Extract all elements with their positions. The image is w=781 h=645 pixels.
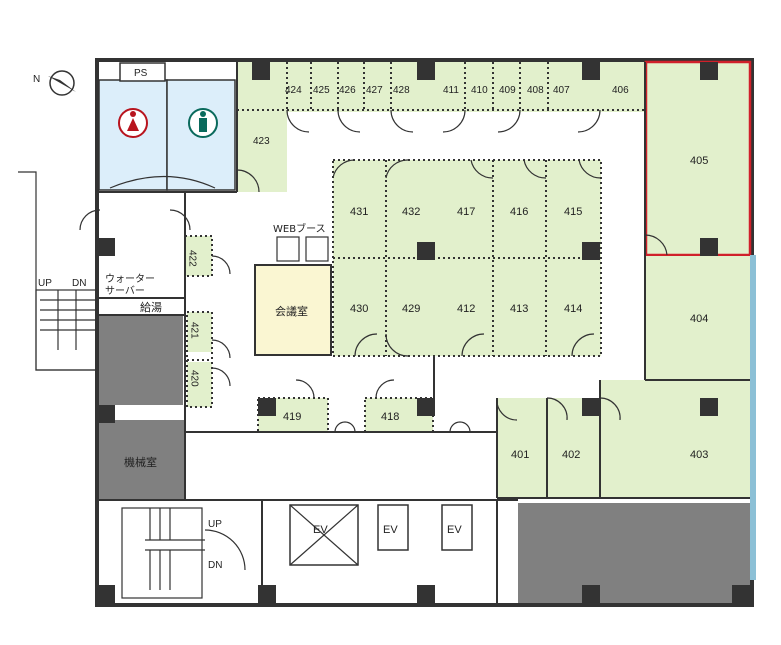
label-416: 416 xyxy=(510,206,528,218)
label-423: 423 xyxy=(253,136,270,147)
room-420[interactable] xyxy=(187,362,212,407)
label-408: 408 xyxy=(527,85,544,96)
stair-south: UP DN xyxy=(121,507,222,599)
room-421[interactable] xyxy=(187,312,212,352)
room-404[interactable] xyxy=(646,256,750,380)
kitchenette-label: 給湯 xyxy=(140,300,162,314)
label-418: 418 xyxy=(381,411,399,423)
ps-label: PS xyxy=(134,68,148,79)
stair-south-dn: DN xyxy=(208,560,222,571)
label-406: 406 xyxy=(612,85,629,96)
label-405: 405 xyxy=(690,155,708,167)
stair-west-dn: DN xyxy=(72,278,86,289)
male-toilet-icon xyxy=(188,108,218,138)
room-423[interactable] xyxy=(237,62,287,192)
elevator-1 xyxy=(289,504,359,566)
label-424: 424 xyxy=(285,85,302,96)
label-429: 429 xyxy=(402,303,420,315)
room-422[interactable] xyxy=(185,236,212,276)
web-booth-2[interactable] xyxy=(305,236,329,262)
stair-south-up: UP xyxy=(208,519,222,530)
label-417: 417 xyxy=(457,206,475,218)
label-427: 427 xyxy=(366,85,383,96)
meeting-room-label: 会議室 xyxy=(275,304,308,318)
room-strip-top xyxy=(237,62,645,112)
ev-label-1: EV xyxy=(313,524,328,536)
north-arrow-icon: N xyxy=(33,70,76,96)
web-booth-1[interactable] xyxy=(276,236,300,262)
room-403[interactable] xyxy=(600,380,750,498)
label-421: 421 xyxy=(189,322,200,339)
north-label: N xyxy=(33,74,40,85)
label-414: 414 xyxy=(564,303,582,315)
label-425: 425 xyxy=(313,85,330,96)
service-area-southeast xyxy=(518,503,750,603)
label-419: 419 xyxy=(283,411,301,423)
label-404: 404 xyxy=(690,313,708,325)
label-426: 426 xyxy=(339,85,356,96)
label-430: 430 xyxy=(350,303,368,315)
room-401[interactable] xyxy=(497,398,547,498)
label-413: 413 xyxy=(510,303,528,315)
room-block-center xyxy=(333,160,601,356)
label-402: 402 xyxy=(562,449,580,461)
ev-label-3: EV xyxy=(447,524,462,536)
label-428: 428 xyxy=(393,85,410,96)
ps-room xyxy=(119,62,166,82)
service-area-west xyxy=(99,315,183,405)
label-403: 403 xyxy=(690,449,708,461)
label-415: 415 xyxy=(564,206,582,218)
label-420: 420 xyxy=(189,370,200,387)
stair-west-up: UP xyxy=(38,278,52,289)
machine-room-label: 機械室 xyxy=(124,455,157,469)
label-432: 432 xyxy=(402,206,420,218)
stair-west: UP DN xyxy=(18,171,99,371)
facade-strip xyxy=(750,255,756,580)
elevator-3 xyxy=(441,504,473,551)
label-401: 401 xyxy=(511,449,529,461)
label-411: 411 xyxy=(443,85,459,96)
label-410: 410 xyxy=(471,85,488,96)
web-booth-label: WEBブース xyxy=(273,222,326,235)
machine-room xyxy=(99,420,184,500)
ev-label-2: EV xyxy=(383,524,398,536)
label-407: 407 xyxy=(553,85,570,96)
label-412: 412 xyxy=(457,303,475,315)
label-409: 409 xyxy=(499,85,516,96)
room-405[interactable] xyxy=(644,60,752,257)
label-431: 431 xyxy=(350,206,368,218)
female-toilet-icon xyxy=(118,108,148,138)
meeting-room[interactable] xyxy=(254,264,332,356)
water-server-label-1: ウォーター xyxy=(105,273,155,285)
elevator-2 xyxy=(377,504,409,551)
label-422: 422 xyxy=(187,250,198,267)
water-server-label-2: サーバー xyxy=(105,285,145,297)
